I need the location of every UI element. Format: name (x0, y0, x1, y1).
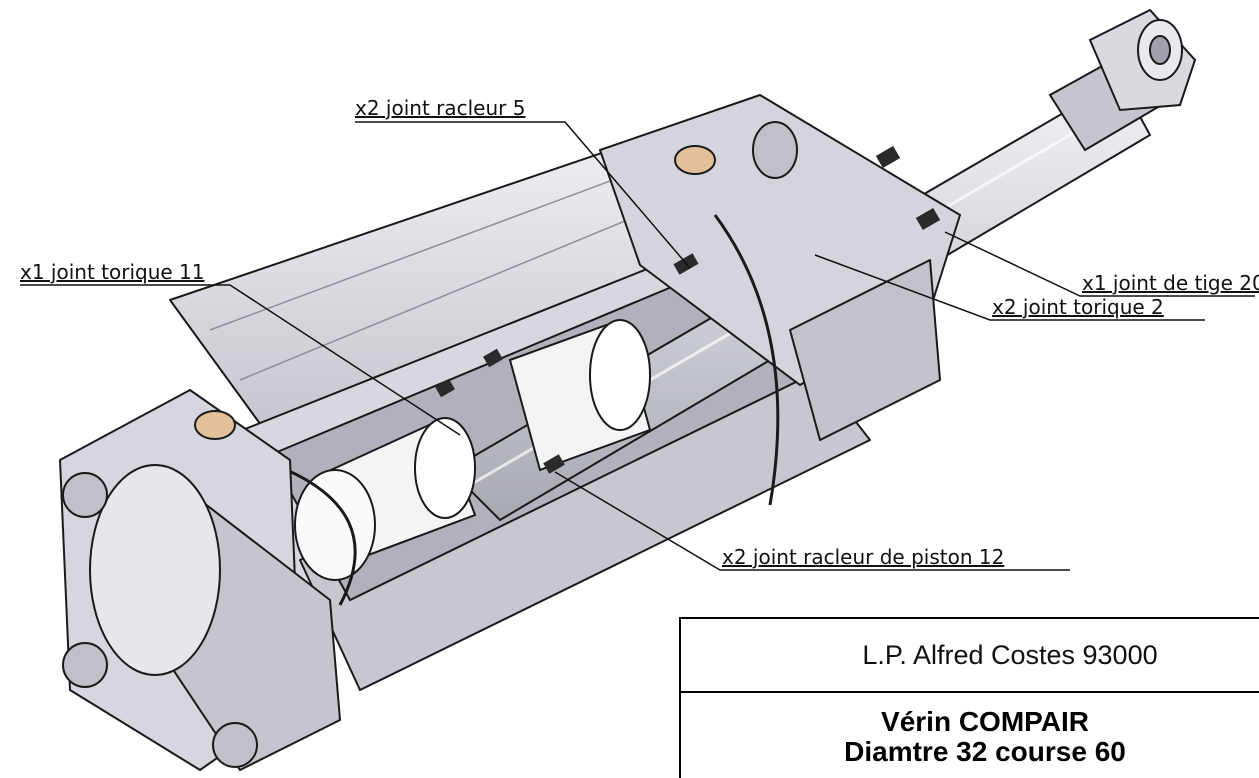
seal-marks (435, 145, 941, 474)
label-joint-de-tige-20: x1 joint de tige 20 (1082, 271, 1259, 295)
label-joint-racleur-de-piston-12: x2 joint racleur de piston 12 (722, 545, 1005, 569)
front-head (599, 94, 961, 441)
o-rings (274, 214, 780, 606)
school-name: L.P. Alfred Costes 93000 (862, 639, 1158, 670)
leader-racleur5 (355, 121, 691, 269)
pistons (294, 318, 652, 581)
rod-nut (1048, 8, 1197, 152)
label-joint-torique-11: x1 joint torique 11 (20, 260, 205, 284)
title-block-title: Vérin COMPAIR Diamtre 32 course 60 (681, 707, 1259, 767)
label-joint-racleur-5: x2 joint racleur 5 (355, 96, 526, 120)
title-block: L.P. Alfred Costes 93000 Vérin COMPAIR D… (679, 617, 1259, 778)
leader-torique11 (20, 284, 461, 436)
leader-piston12 (554, 471, 1070, 571)
leader-lines (20, 121, 1255, 571)
label-joint-torique-2: x2 joint torique 2 (992, 295, 1164, 319)
rear-head (59, 389, 341, 771)
leader-tige20 (944, 231, 1255, 297)
title-block-school: L.P. Alfred Costes 93000 (681, 619, 1259, 693)
leader-torique2 (814, 254, 1205, 321)
title-line-1: Vérin COMPAIR (881, 706, 1089, 737)
title-line-2: Diamtre 32 course 60 (844, 736, 1126, 767)
